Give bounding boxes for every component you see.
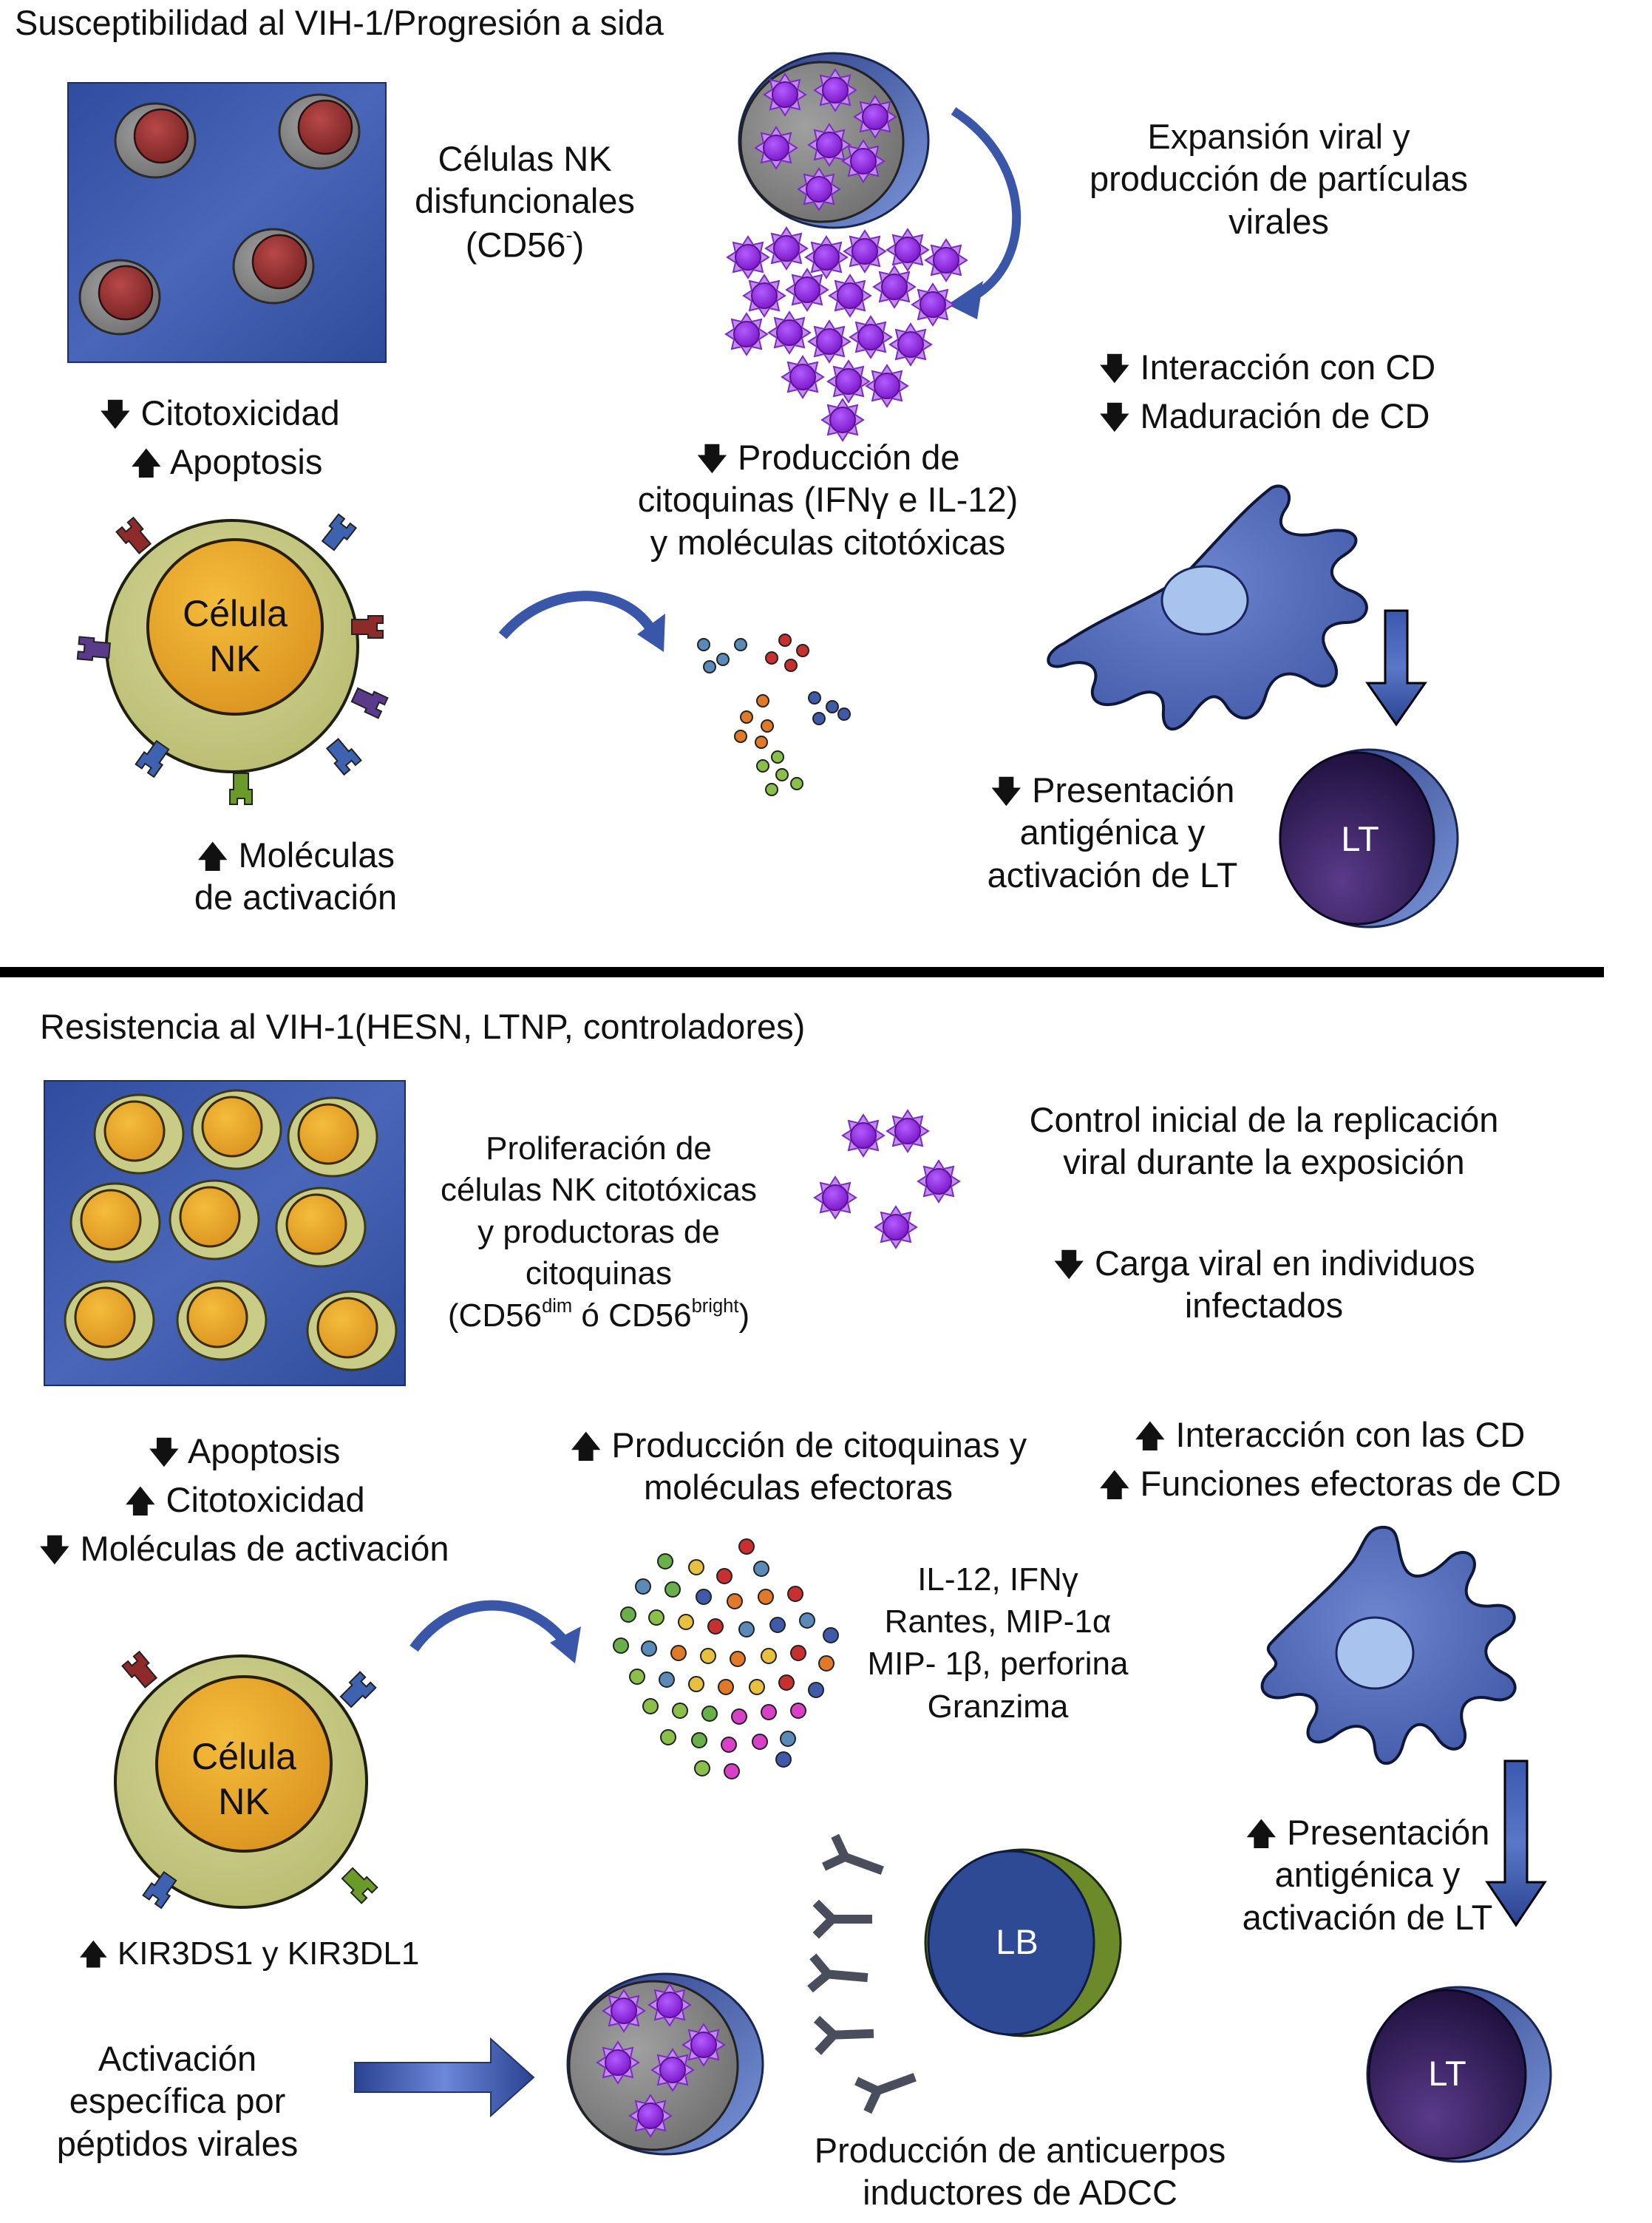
label-dc-interaction-down: 🡇 Interacción con CD bbox=[1098, 347, 1436, 387]
label-nk-dysfunctional: Células NK disfuncionales (CD56-) bbox=[415, 139, 635, 265]
label-cytokine-production-down: 🡇 Producción de citoquinas (IFNγ e IL-12… bbox=[637, 438, 1019, 562]
antibodies bbox=[814, 1840, 916, 2108]
cytokine-dots-bottom bbox=[613, 1538, 839, 1779]
label-viral-expansion: Expansión viral y producción de partícul… bbox=[1089, 117, 1469, 241]
label-apoptosis-down: 🡇 Apoptosis bbox=[148, 1431, 341, 1470]
infected-cell-bottom bbox=[566, 1972, 764, 2156]
label-antigen-presentation-up: 🡅 Presentación antigénica y activación d… bbox=[1242, 1813, 1493, 1937]
dendritic-cell-bottom bbox=[1260, 1525, 1517, 1765]
label-lt-top: LT bbox=[1341, 819, 1379, 858]
label-specific-activation: Activación específica por péptidos viral… bbox=[56, 2039, 299, 2163]
cytokine-dots-top bbox=[697, 634, 851, 796]
label-dc-interaction-up: 🡅 Interacción con las CD bbox=[1134, 1415, 1526, 1454]
label-dc-functions-up: 🡅 Funciones efectoras de CD bbox=[1098, 1464, 1562, 1503]
virus-small-group bbox=[814, 1110, 960, 1249]
label-cytotoxicity-up: 🡅 Citotoxicidad bbox=[124, 1480, 365, 1519]
nk-cell-bottom bbox=[114, 1651, 378, 1910]
lb-cell bbox=[924, 1848, 1122, 2037]
curved-arrow-cytokines-bottom bbox=[409, 1600, 581, 1663]
proliferating-nk-panel bbox=[44, 1080, 406, 1386]
label-lb: LB bbox=[996, 1922, 1039, 1961]
virus-particles bbox=[725, 227, 968, 441]
down-arrow-top bbox=[1365, 609, 1427, 727]
label-dc-maturation-down: 🡇 Maduración de CD bbox=[1098, 396, 1430, 435]
lt-cell-bottom bbox=[1366, 1986, 1552, 2163]
label-activation-molecules-up: 🡅 Moléculas de activación bbox=[194, 835, 398, 917]
label-cytokine-production-up: 🡅 Producción de citoquinas y moléculas e… bbox=[569, 1425, 1027, 1507]
section-title-susceptibility: Susceptibilidad al VIH-1/Progresión a si… bbox=[15, 3, 664, 42]
nk-cell-top bbox=[76, 513, 389, 805]
section-title-resistance: Resistencia al VIH-1(HESN, LTNP, control… bbox=[40, 1007, 806, 1046]
label-cytotoxicity-down: 🡇 Citotoxicidad bbox=[99, 393, 340, 432]
section-divider bbox=[0, 967, 1604, 977]
label-apoptosis-up: 🡅 Apoptosis bbox=[130, 442, 323, 481]
down-arrow-bottom bbox=[1485, 1759, 1547, 1927]
infected-cell bbox=[738, 52, 930, 229]
curved-arrow-virus bbox=[948, 106, 1022, 319]
label-nk-cell-top: Célula NK bbox=[183, 593, 288, 679]
label-nk-cell-bottom: Célula NK bbox=[191, 1736, 296, 1822]
label-proliferation: Proliferación de células NK citotóxicas … bbox=[441, 1130, 757, 1334]
dendritic-cell-top bbox=[1047, 484, 1368, 731]
lt-cell-top bbox=[1279, 748, 1459, 929]
label-viral-load-down: 🡇 Carga viral en individuos infectados bbox=[1053, 1243, 1475, 1326]
label-antigen-presentation-down: 🡇 Presentación antigénica y activación d… bbox=[987, 770, 1238, 895]
curved-arrow-cytokines bbox=[498, 591, 665, 652]
label-cytokine-list: IL-12, IFNγ Rantes, MIP-1α MIP- 1β, perf… bbox=[867, 1561, 1129, 1725]
dysfunctional-nk-panel bbox=[67, 82, 387, 363]
label-activation-molecules-down: 🡇 Moléculas de activación bbox=[38, 1529, 449, 1568]
label-antibody-production: Producción de anticuerpos inductores de … bbox=[814, 2131, 1226, 2213]
label-kir-up: 🡅 KIR3DS1 y KIR3DL1 bbox=[78, 1935, 420, 1972]
label-lt-bottom: LT bbox=[1428, 2054, 1466, 2093]
label-initial-control: Control inicial de la replicación viral … bbox=[1029, 1100, 1499, 1182]
horizontal-arrow bbox=[354, 2037, 535, 2118]
